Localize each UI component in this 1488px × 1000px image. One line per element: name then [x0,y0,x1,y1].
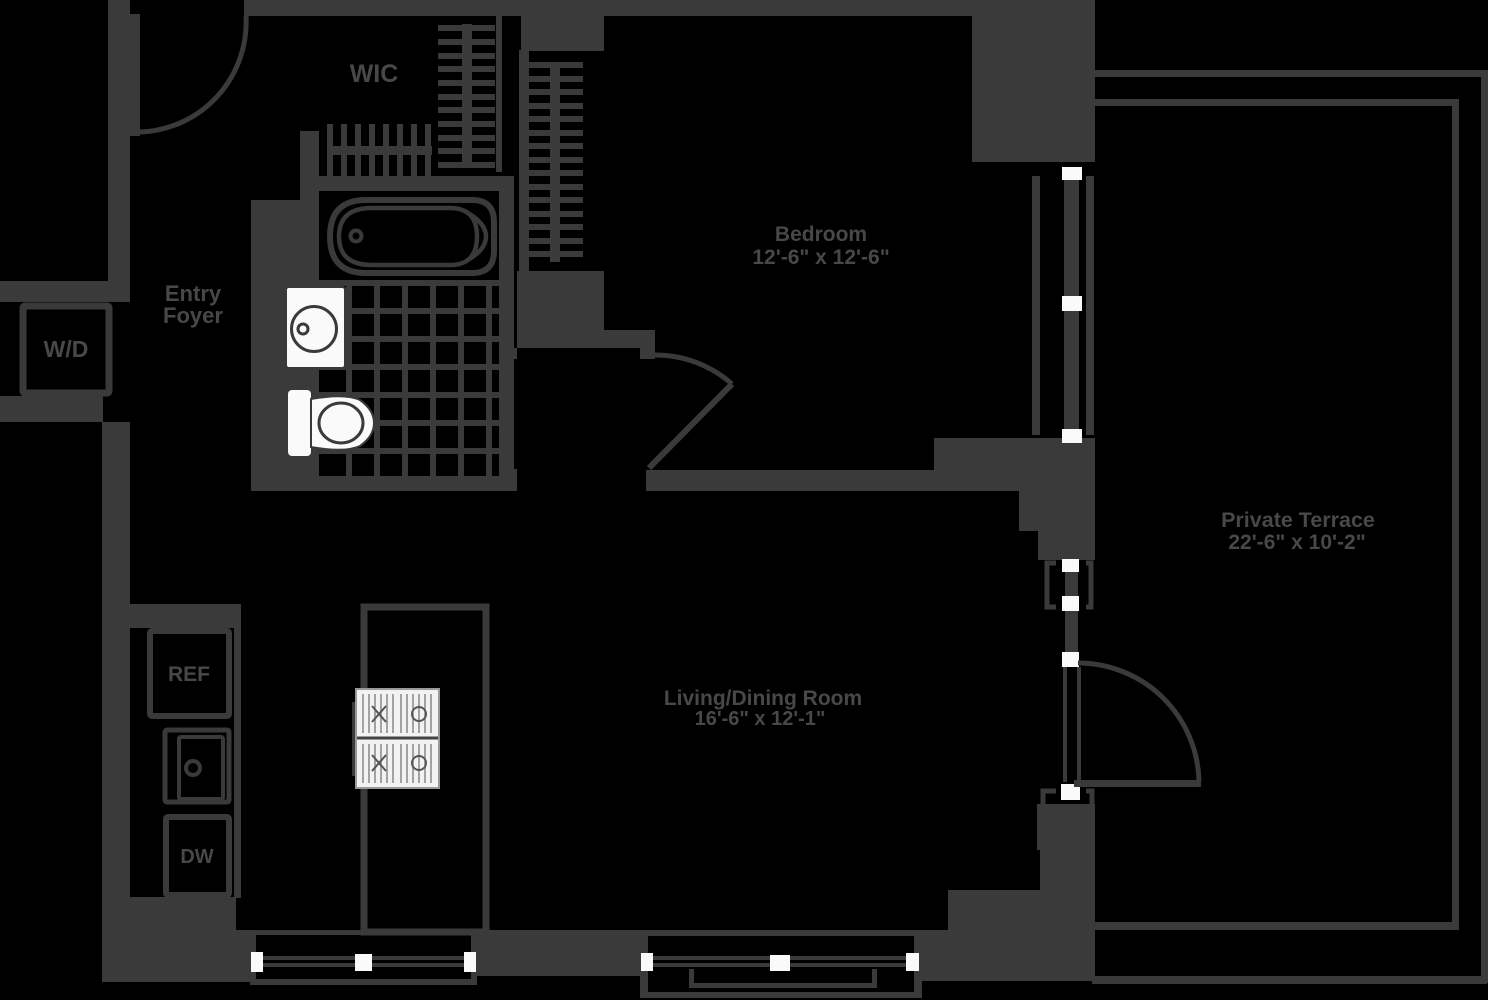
svg-text:Private Terrace: Private Terrace [1221,508,1375,532]
svg-text:WIC: WIC [350,60,399,88]
svg-text:22'-6" x 10'-2": 22'-6" x 10'-2" [1228,531,1365,554]
svg-text:Living/Dining Room: Living/Dining Room [664,687,862,710]
svg-text:16'-6" x 12'-1": 16'-6" x 12'-1" [695,708,826,730]
svg-text:DW: DW [180,846,213,868]
svg-text:Bedroom: Bedroom [775,223,867,246]
svg-text:REF: REF [168,663,210,686]
svg-text:W/D: W/D [44,336,89,362]
svg-text:Entry: Entry [165,281,222,306]
svg-text:12'-6" x 12'-6": 12'-6" x 12'-6" [752,246,889,269]
svg-text:Foyer: Foyer [163,303,223,328]
